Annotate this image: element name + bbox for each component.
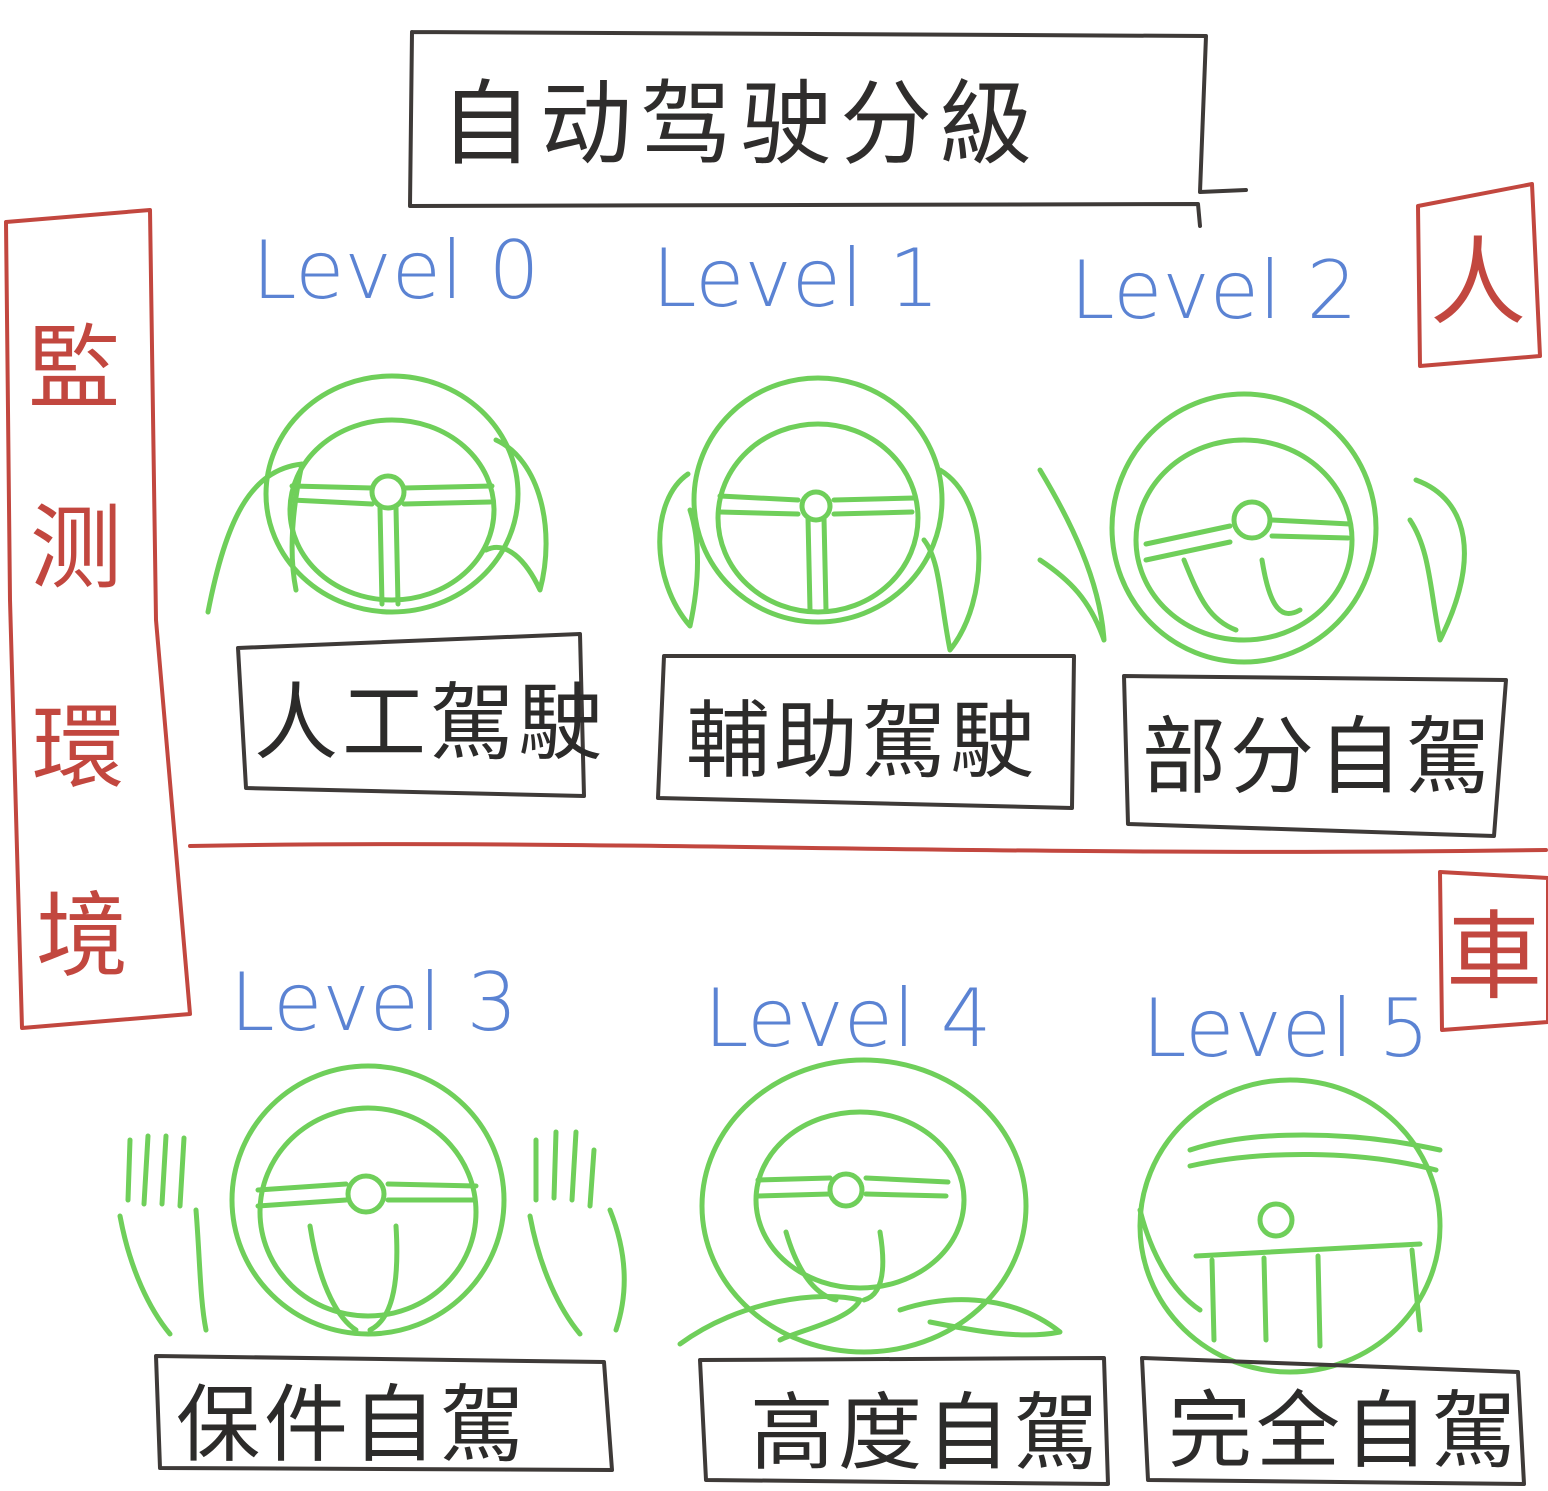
level-0-title: Level 0	[252, 224, 540, 317]
level-1-card: Level 1 輔助駕駛	[652, 232, 1076, 810]
hands-off-wheel-icon	[1037, 391, 1467, 665]
hands-on-wheel-icon	[657, 375, 982, 653]
side-box: 監 测 環 境	[4, 208, 192, 1030]
car-tag: 車	[1438, 870, 1548, 1032]
level-1-label: 輔助駕駛	[686, 692, 1038, 790]
side-char-3: 環	[32, 695, 124, 802]
title-box: 自动驾驶分級	[408, 30, 1248, 228]
level-2-label: 部分自駕	[1142, 708, 1494, 806]
level-0-card: Level 0 人工駕駛	[205, 224, 606, 798]
level-5-title: Level 5	[1142, 982, 1430, 1075]
hands-resting-wheel-icon	[677, 1057, 1063, 1355]
level-2-card: Level 2 部分自駕	[1037, 244, 1508, 838]
car-tag-label: 車	[1446, 901, 1542, 1013]
side-char-2: 测	[30, 495, 122, 602]
level-5-label: 完全自駕	[1168, 1382, 1520, 1480]
level-3-label: 保件自駕	[176, 1376, 528, 1474]
level-0-label: 人工駕駛	[254, 674, 606, 772]
level-4-title: Level 4	[704, 972, 992, 1065]
level-3-card: Level 3 保件自駕	[117, 956, 627, 1474]
human-tag-label: 人	[1430, 227, 1526, 339]
side-char-4: 境	[36, 883, 128, 990]
level-4-label: 高度自駕	[750, 1384, 1102, 1482]
page-title: 自动驾驶分級	[440, 71, 1040, 178]
level-2-title: Level 2	[1070, 244, 1358, 337]
side-char-1: 監	[28, 315, 120, 422]
hands-on-wheel-icon	[205, 373, 549, 615]
level-3-title: Level 3	[230, 956, 518, 1049]
human-tag: 人	[1416, 182, 1542, 368]
steering-wheel-icon	[1137, 1077, 1443, 1375]
level-5-card: Level 5 完全自駕	[1137, 982, 1526, 1486]
level-4-card: Level 4 高度自駕	[677, 972, 1110, 1486]
level-1-title: Level 1	[652, 232, 940, 325]
hands-raised-icon	[117, 1063, 627, 1337]
divider-line	[188, 842, 1548, 854]
